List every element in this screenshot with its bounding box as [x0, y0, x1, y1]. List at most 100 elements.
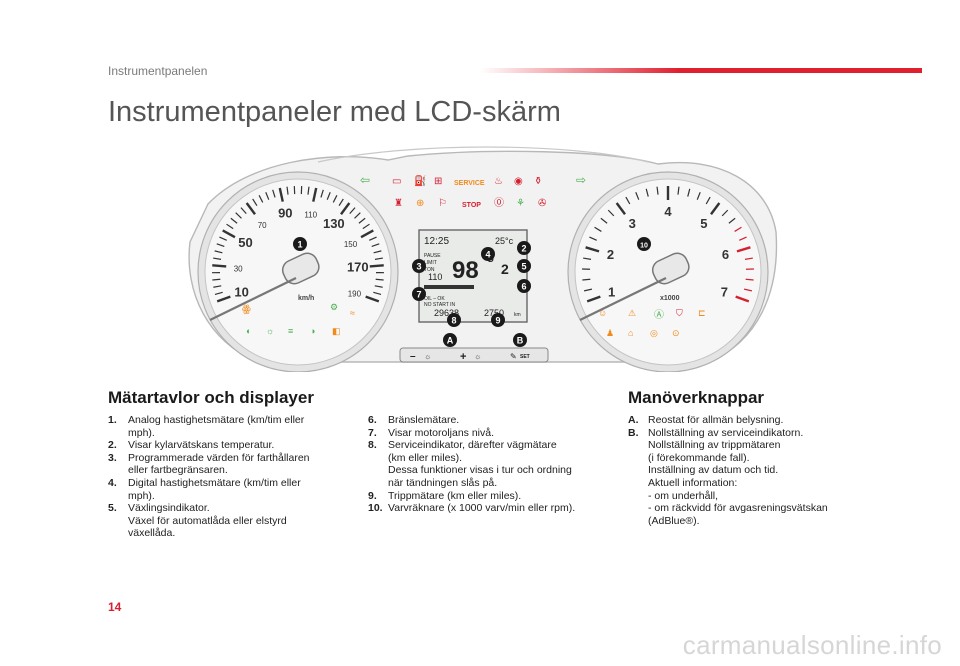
dial-tick	[219, 236, 227, 241]
dial-tick	[594, 226, 602, 232]
dial-tick	[373, 250, 382, 254]
dial-tick	[326, 192, 331, 200]
callout-label: 5	[521, 262, 526, 272]
dial-tick	[286, 186, 289, 195]
abs-icon: ◎	[650, 328, 658, 338]
tyre-pressure-icon: ⚙	[330, 302, 338, 312]
rear-fog-icon: ◧	[332, 326, 341, 336]
lcd-trip-unit: km	[514, 312, 521, 318]
charge-icon: ⊞	[434, 176, 442, 187]
dial-tick	[705, 196, 711, 205]
list-item: 3.Programmerade värden för farthållaren …	[108, 452, 348, 477]
list-item-number: 9.	[368, 489, 377, 502]
list-item-number: 7.	[368, 426, 377, 439]
dial-tick	[374, 285, 383, 288]
dial-tick	[696, 192, 701, 200]
dial-tick-label: 130	[323, 216, 345, 231]
list-item: 4.Digital hastighetsmätare (km/tim eller…	[108, 477, 348, 502]
dimmer-minus-button: –	[410, 351, 416, 362]
dial-tick	[744, 257, 753, 260]
list-item-text: Visar kylarvätskans temperatur.	[128, 439, 275, 452]
callout-label: 10	[640, 243, 648, 250]
warning-strip: ⇦ ▭ ⛽ ⊞ SERVICE ♨ ◉ ⚱ ⇨ ♜ ⊕ ⚐ STOP ⓪ ⚘ ✇	[360, 173, 586, 209]
dial-tick	[374, 257, 383, 260]
callout-circle	[481, 247, 495, 261]
lcd-pause: PAUSE	[424, 253, 441, 259]
list-item-text: Digital hastighetsmätare (km/tim eller m…	[128, 476, 301, 502]
parking-brake-icon: ⓪	[494, 197, 504, 209]
passenger-airbag-icon: ♟	[606, 328, 614, 338]
dial-tick	[212, 264, 227, 268]
dial-tick	[358, 217, 366, 224]
dial-tick-label: 110	[304, 210, 317, 219]
list-item-number: 10.	[368, 502, 383, 515]
dial-tick	[365, 295, 380, 303]
dial-tick-label: 1	[608, 285, 615, 300]
dial-tick	[635, 192, 640, 200]
left-items-list: 1.Analog hastighetsmätare (km/tim eller …	[108, 414, 348, 540]
dial-tick	[216, 243, 225, 248]
lcd-no-start: NO START IN	[424, 302, 456, 308]
lcd-limit: LIMIT	[424, 260, 437, 266]
dimmer-plus-button: +	[460, 351, 466, 363]
dial-tick	[585, 246, 600, 253]
callout-circle	[412, 287, 426, 301]
engine-warning-icon: ⌂	[628, 328, 633, 338]
dial-tick	[258, 195, 264, 203]
low-beam-icon: ◐	[246, 326, 251, 336]
dial-tick	[272, 189, 276, 198]
list-item-number: 2.	[108, 439, 117, 452]
dial-tick	[607, 209, 615, 217]
dial-tick	[320, 189, 324, 198]
lcd-clock: 12:25	[424, 236, 449, 247]
control-buttons: – ☼ + ☼ ✎ SET	[399, 347, 549, 363]
door-open-icon: ⊏	[698, 308, 706, 318]
section-label: Instrumentpanelen	[108, 64, 208, 78]
coolant-temp-icon: ♨	[494, 176, 503, 187]
dial-tick-label: 70	[258, 221, 267, 230]
tachometer-unit: x1000	[660, 295, 680, 302]
list-item: 8.Serviceindikator, därefter vägmätare (…	[368, 439, 600, 489]
dial-tick	[216, 295, 231, 303]
dial-tick	[226, 223, 234, 230]
callout-circle	[443, 333, 457, 347]
lcd-screen: 12:25 25°c PAUSE LIMIT TON 110 98 D 2 OI…	[418, 229, 528, 323]
dial-tick	[371, 243, 380, 248]
right-turn-icon: ⇨	[576, 173, 586, 187]
dial-tick	[212, 278, 221, 281]
main-beam-icon: ≡	[288, 326, 293, 336]
dial-tick	[235, 212, 242, 219]
dial-tick	[736, 246, 751, 253]
dial-tick-label: 7	[721, 285, 728, 300]
callout-circle	[517, 241, 531, 255]
dial-tick-label: 6	[722, 247, 729, 262]
front-fog-icon: ◑	[310, 326, 315, 336]
dial-tick-label: 50	[238, 235, 252, 250]
dial-tick	[265, 192, 270, 200]
list-item-text: Bränslemätare.	[388, 414, 460, 426]
dial-tick-label: 170	[347, 259, 369, 274]
wrench-icon: ✎	[510, 352, 517, 361]
dial-tick-label: 3	[629, 216, 636, 231]
dial-tick	[360, 229, 374, 239]
list-item-text: Varvräknare (x 1000 varv/min eller rpm).	[388, 502, 576, 515]
list-item: 6.Bränslemätare.	[368, 414, 600, 427]
sidelight-icon: ☼	[266, 326, 274, 336]
brake-fluid-icon: ◉	[514, 176, 523, 187]
callout-circle	[412, 259, 426, 273]
steering-icon: ✇	[538, 198, 546, 209]
list-item-text: Visar motoroljans nivå.	[388, 426, 495, 439]
lcd-oil-status: OIL – OK	[424, 296, 445, 302]
list-item-text: Trippmätare (km eller miles).	[388, 489, 522, 502]
dial-tick	[369, 236, 377, 241]
list-item-text: Reostat för allmän belysning.	[648, 414, 784, 426]
dial-tick	[240, 207, 247, 215]
stop-start-icon: Ⓐ	[654, 309, 664, 321]
callout-label: 1	[297, 240, 302, 250]
dial-tick	[656, 186, 659, 195]
dial-tick	[338, 198, 344, 207]
page-number: 14	[108, 600, 122, 614]
dial-tick	[362, 223, 370, 230]
speedometer-needle-hub	[281, 252, 320, 285]
door-warning-icon: ⚐	[438, 198, 447, 209]
